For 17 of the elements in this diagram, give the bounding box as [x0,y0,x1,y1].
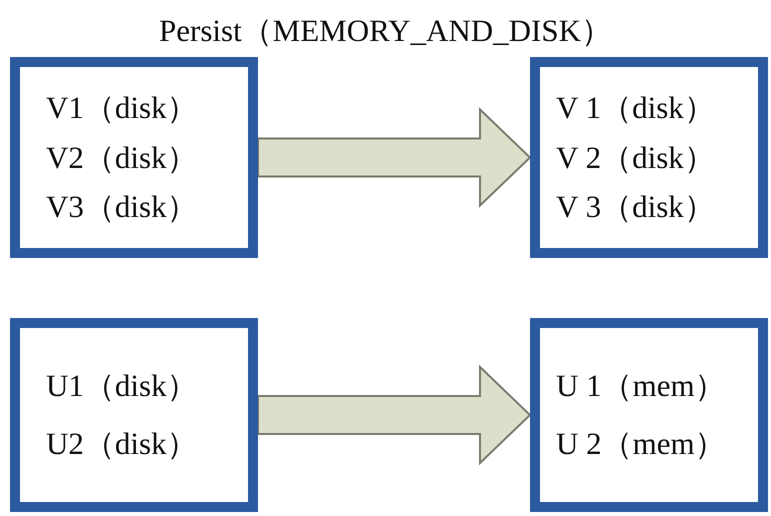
partition-label: V2（disk） [46,140,198,176]
storage-box [530,318,768,512]
partition-label: V1（disk） [46,90,198,126]
diagram-title: Persist（MEMORY_AND_DISK） [158,12,613,50]
partition-label: V3（disk） [46,189,198,225]
storage-box [10,57,258,258]
partition-label: V 2（disk） [556,140,715,176]
partition-label: V 3（disk） [556,189,715,225]
storage-box [530,57,768,258]
block-arrow [257,364,532,466]
partition-label: U 2（mem） [556,426,726,462]
storage-box [10,318,258,512]
partition-label: U2（disk） [46,426,198,462]
partition-label: V 1（disk） [556,90,715,126]
partition-label: U 1（mem） [556,368,726,404]
partition-label: U1（disk） [46,368,198,404]
block-arrow [257,107,532,208]
